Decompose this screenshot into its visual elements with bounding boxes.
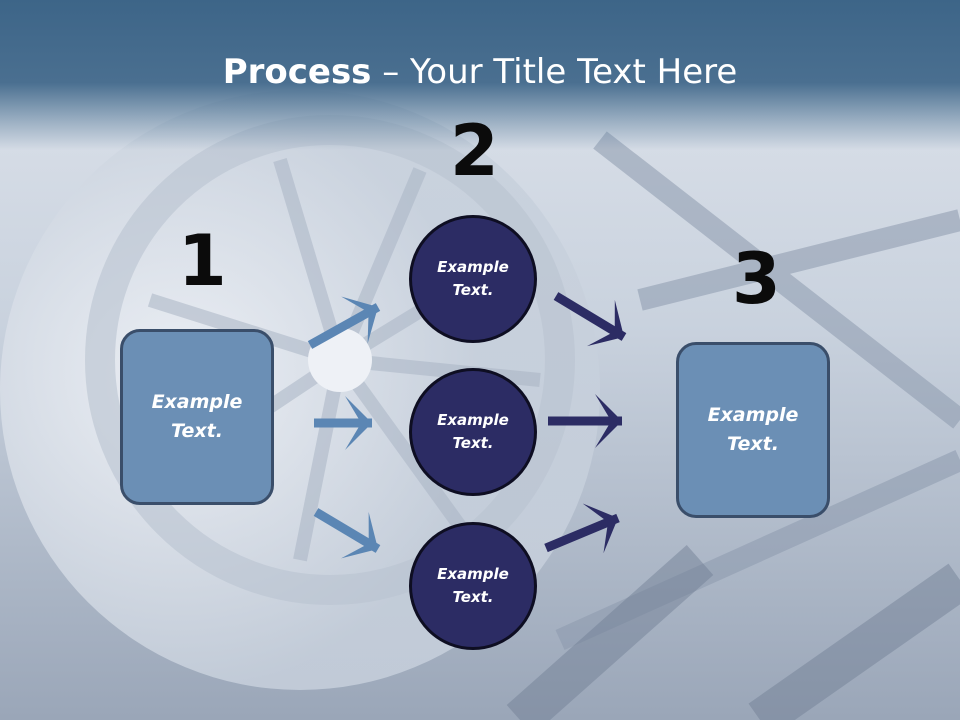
slide-title: Process – Your Title Text Here xyxy=(0,52,960,92)
arrow-from-circle-bottom xyxy=(544,503,620,554)
arrow-from-circle-top xyxy=(553,292,627,347)
step-number-3: 3 xyxy=(732,238,781,320)
title-rest: – Your Title Text Here xyxy=(371,52,738,92)
arrow-to-circle-bottom xyxy=(313,508,381,559)
title-bold: Process xyxy=(222,52,372,92)
title-band xyxy=(0,0,960,150)
arrow-to-circle-top xyxy=(307,296,381,349)
step-number-1: 1 xyxy=(178,220,227,302)
step-number-2: 2 xyxy=(450,110,499,192)
